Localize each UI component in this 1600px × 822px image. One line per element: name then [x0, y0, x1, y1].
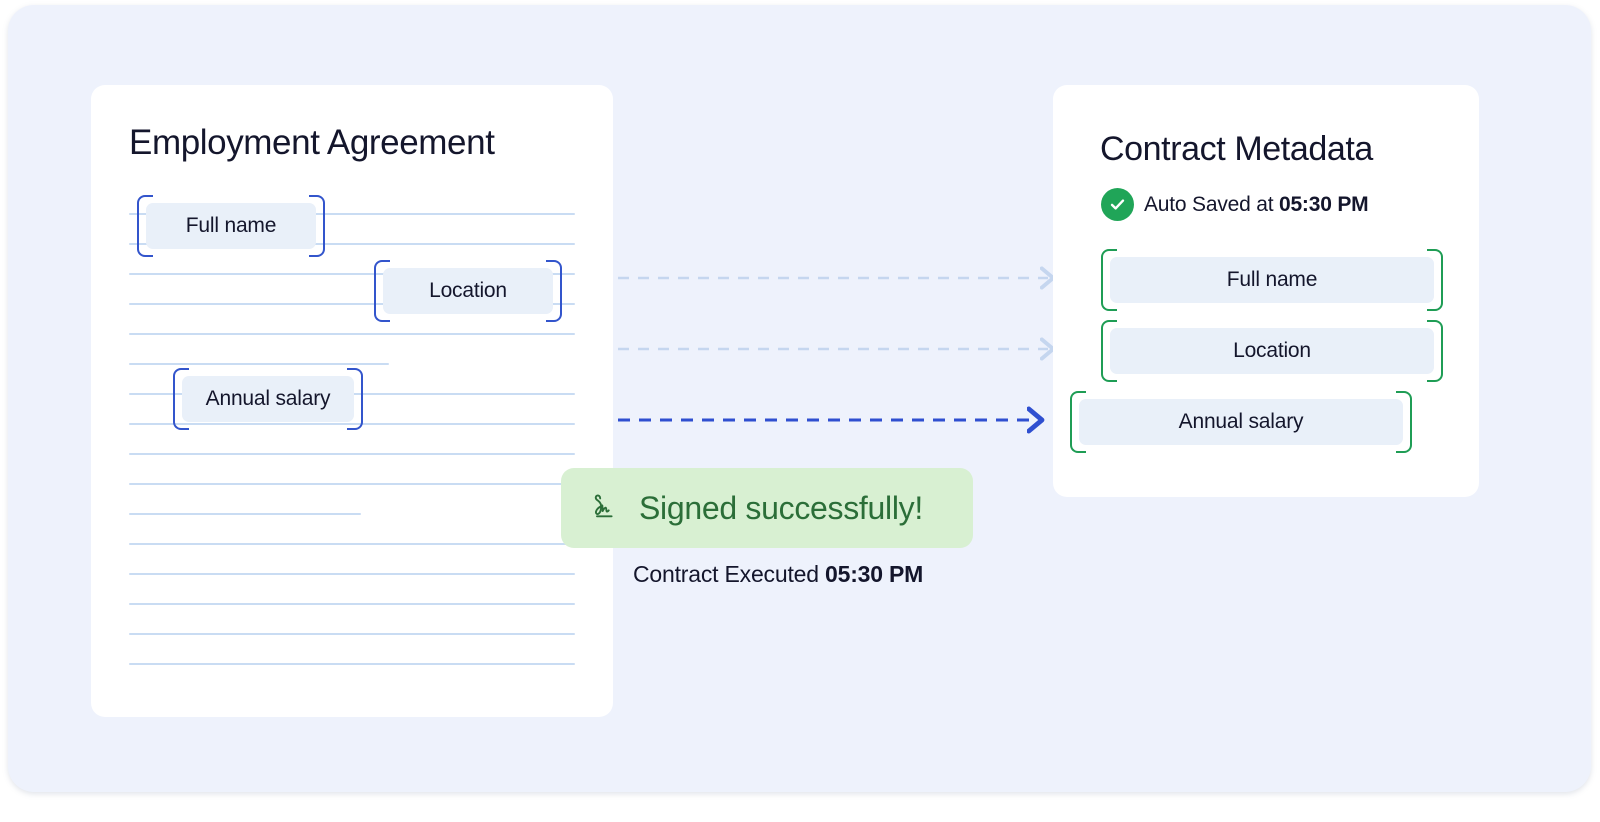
bracket-right-icon — [1427, 320, 1443, 382]
auto-saved-prefix: Auto Saved at — [1144, 192, 1274, 216]
field-label: Location — [429, 279, 507, 302]
contract-executed-status: Contract Executed 05:30 PM — [633, 561, 923, 588]
document-field-annual-salary[interactable]: Annual salary — [173, 368, 363, 430]
document-rule — [129, 333, 575, 335]
metadata-title: Contract Metadata — [1100, 130, 1373, 168]
field-label: Annual salary — [205, 387, 331, 410]
document-rule — [129, 273, 575, 275]
contract-executed-prefix: Contract Executed — [633, 561, 819, 587]
document-rule — [129, 303, 575, 305]
bracket-left-icon — [374, 260, 390, 322]
field-label: Full name — [1226, 268, 1318, 291]
document-field-full-name[interactable]: Full name — [137, 195, 325, 257]
bracket-left-icon — [1101, 249, 1117, 311]
contract-executed-time: 05:30 PM — [825, 561, 924, 587]
field-pill: Location — [383, 268, 553, 314]
field-pill: Annual salary — [182, 376, 354, 422]
document-card: Employment Agreement — [91, 85, 613, 717]
check-circle-icon — [1101, 188, 1134, 221]
bracket-left-icon — [1070, 391, 1086, 453]
document-rule — [129, 243, 575, 245]
bracket-right-icon — [1427, 249, 1443, 311]
signed-successfully-badge: Signed successfully! — [561, 468, 973, 548]
auto-saved-text: Auto Saved at 05:30 PM — [1144, 192, 1369, 217]
bracket-left-icon — [137, 195, 153, 257]
bracket-right-icon — [546, 260, 562, 322]
metadata-field-location[interactable]: Location — [1101, 320, 1443, 382]
document-field-location[interactable]: Location — [374, 260, 562, 322]
signature-icon — [594, 494, 613, 518]
bracket-right-icon — [347, 368, 363, 430]
field-pill: Annual salary — [1079, 399, 1403, 445]
auto-saved-status: Auto Saved at 05:30 PM — [1101, 188, 1369, 221]
field-label: Annual salary — [1178, 410, 1304, 433]
field-label: Location — [1233, 339, 1311, 362]
metadata-card: Contract Metadata Auto Saved at 05:30 PM… — [1053, 85, 1479, 497]
field-pill: Location — [1110, 328, 1434, 374]
field-pill: Full name — [146, 203, 316, 249]
signed-label: Signed successfully! — [639, 489, 923, 526]
document-rule — [129, 603, 575, 605]
metadata-field-full-name[interactable]: Full name — [1101, 249, 1443, 311]
document-rule — [129, 663, 575, 665]
bracket-left-icon — [173, 368, 189, 430]
document-rule — [129, 363, 389, 365]
outer-panel: Employment Agreement — [8, 5, 1591, 792]
document-title: Employment Agreement — [129, 123, 495, 162]
bracket-left-icon — [1101, 320, 1117, 382]
bracket-right-icon — [309, 195, 325, 257]
document-rule — [129, 513, 361, 515]
document-rule — [129, 633, 575, 635]
auto-saved-time: 05:30 PM — [1278, 192, 1369, 216]
field-label: Full name — [185, 214, 277, 237]
document-rule — [129, 483, 575, 485]
bracket-right-icon — [1396, 391, 1412, 453]
document-rule — [129, 453, 575, 455]
document-rule — [129, 543, 575, 545]
metadata-field-annual-salary[interactable]: Annual salary — [1070, 391, 1412, 453]
field-pill: Full name — [1110, 257, 1434, 303]
document-rule — [129, 573, 575, 575]
document-rule — [129, 213, 575, 215]
